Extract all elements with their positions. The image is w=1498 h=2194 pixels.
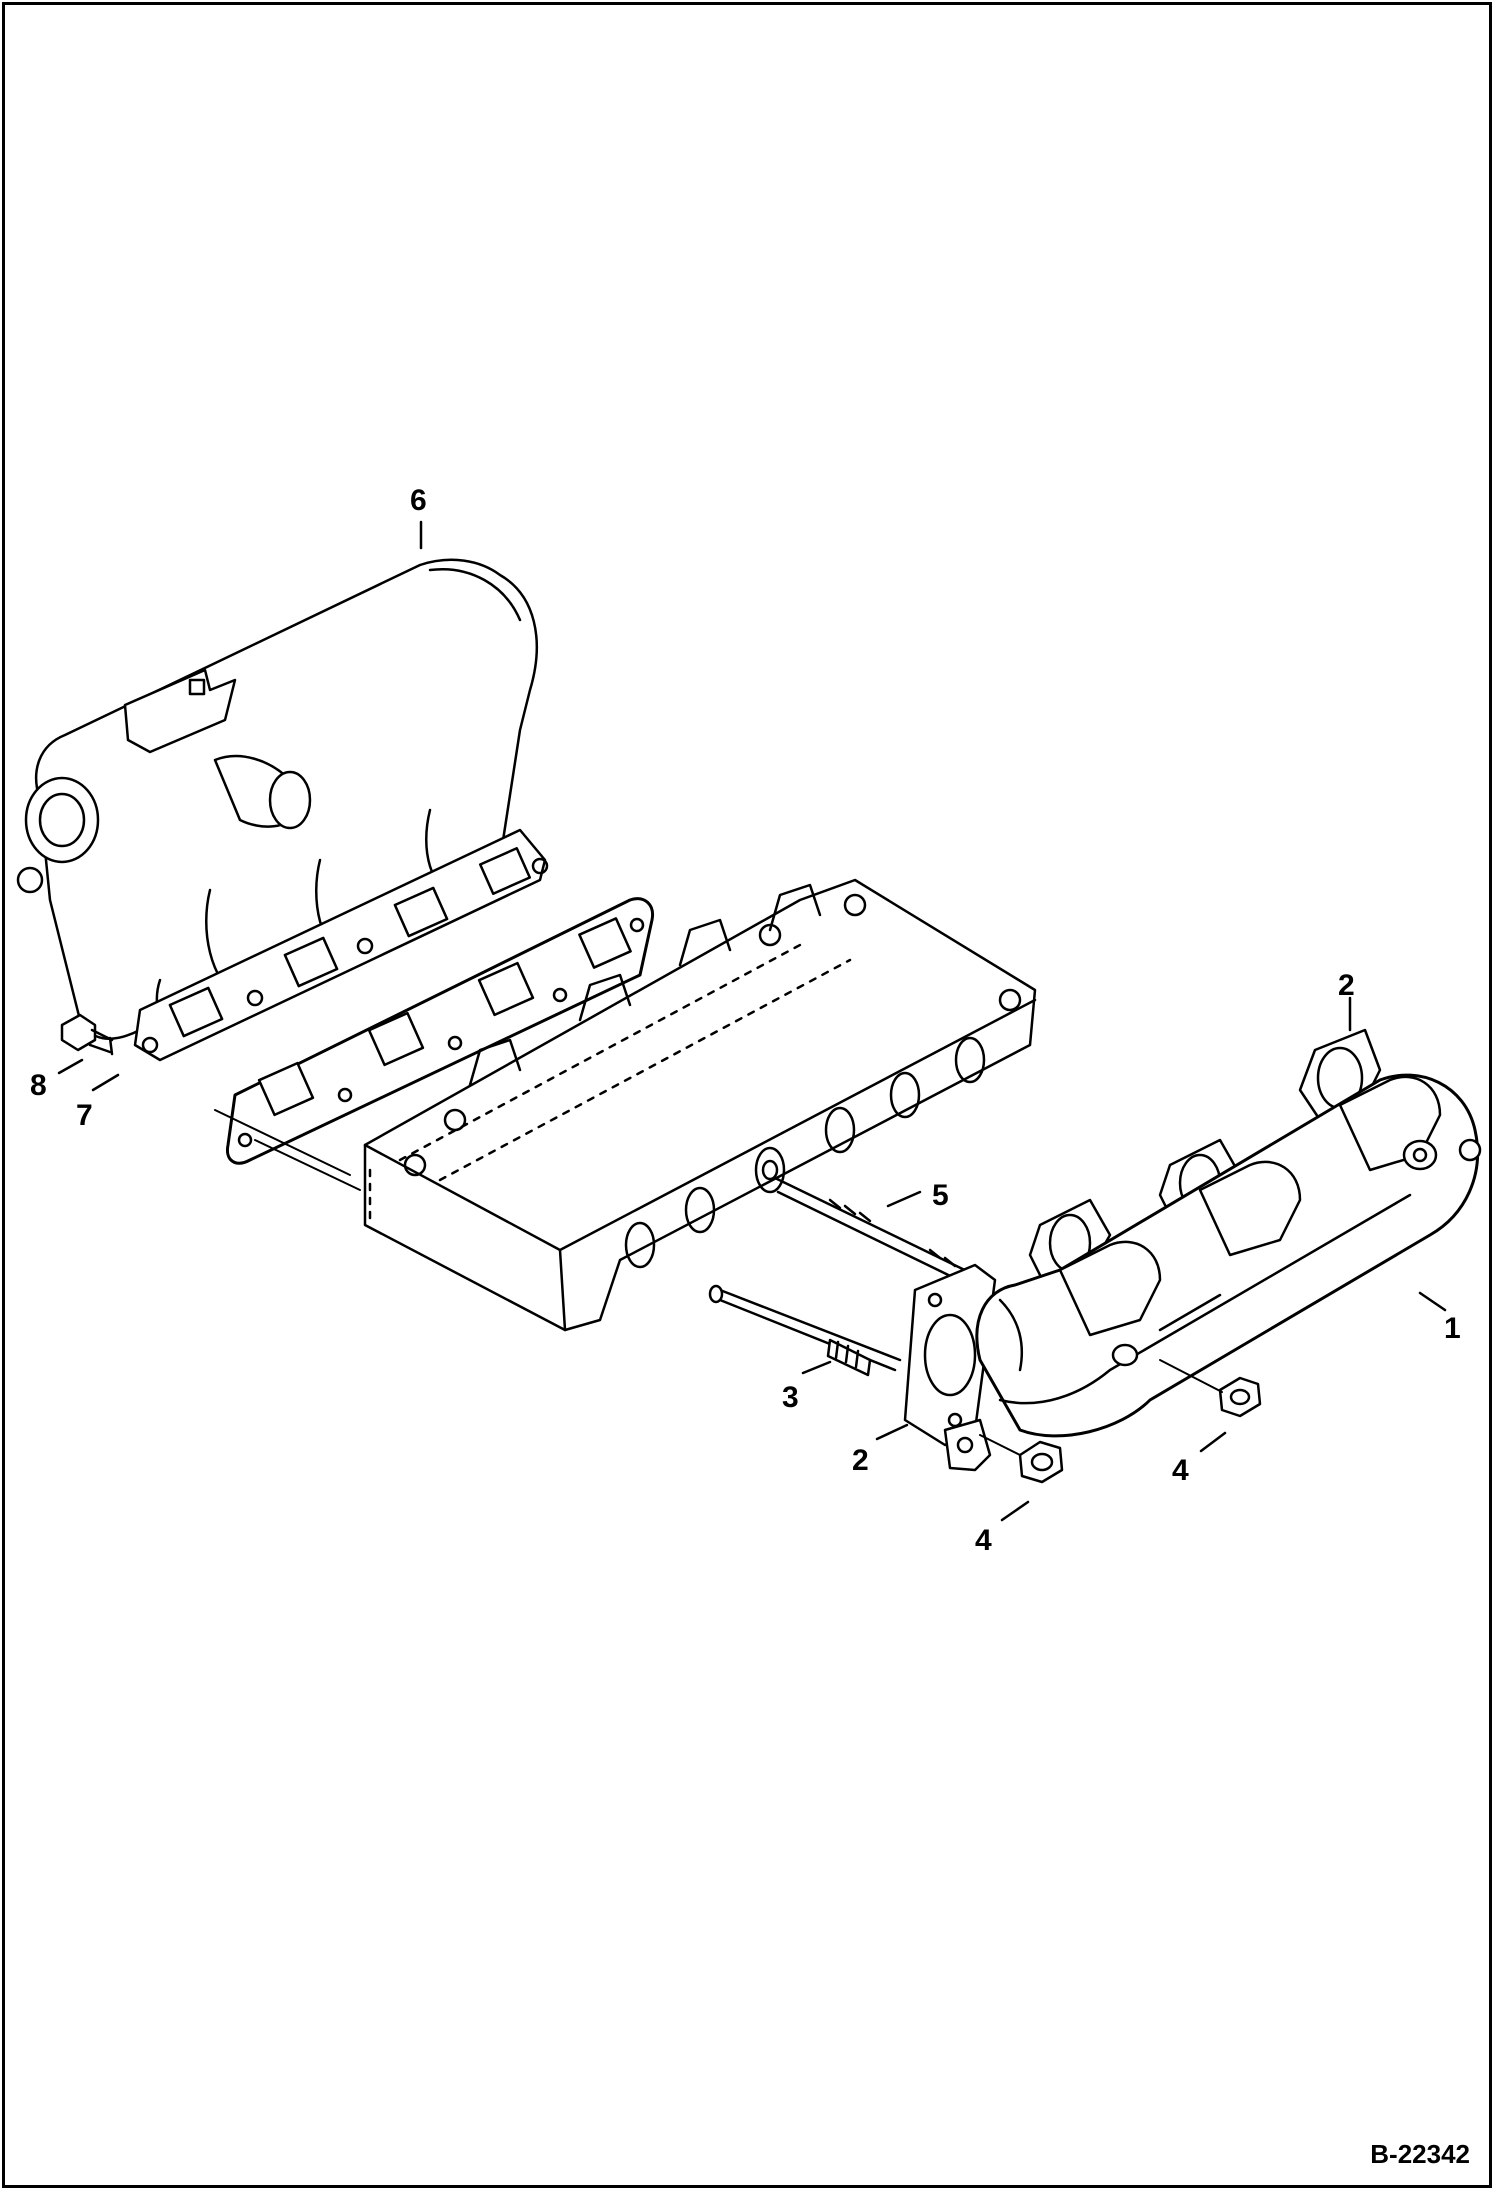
callout-3: 3 xyxy=(782,1381,799,1414)
drawing-reference-number: B-22342 xyxy=(1370,2139,1470,2169)
cylinder-head xyxy=(363,878,1037,1332)
callout-4-right: 4 xyxy=(1172,1454,1189,1487)
manifold-bolt xyxy=(60,1013,114,1056)
callout-8: 8 xyxy=(30,1069,47,1102)
callout-5: 5 xyxy=(932,1179,949,1212)
intake-manifold xyxy=(16,558,549,1062)
callout-1: 1 xyxy=(1444,1312,1461,1345)
callout-4-left: 4 xyxy=(975,1524,992,1557)
short-stud xyxy=(708,1284,902,1377)
callout-7: 7 xyxy=(76,1099,93,1132)
callout-6: 6 xyxy=(410,484,427,517)
flange-nuts xyxy=(979,1359,1262,1484)
alignment-leader-head xyxy=(254,1139,361,1191)
exhaust-manifold xyxy=(943,1073,1482,1472)
callout-2-bottom: 2 xyxy=(852,1444,869,1477)
callout-2-top: 2 xyxy=(1338,969,1355,1002)
callout-leaders xyxy=(57,520,1447,1522)
alignment-leader-intake xyxy=(214,1109,351,1176)
callout-numbers: 6 2 1 8 7 5 3 2 4 4 xyxy=(30,484,1461,1557)
long-stud xyxy=(761,1159,977,1290)
intake-gasket xyxy=(225,897,655,1165)
